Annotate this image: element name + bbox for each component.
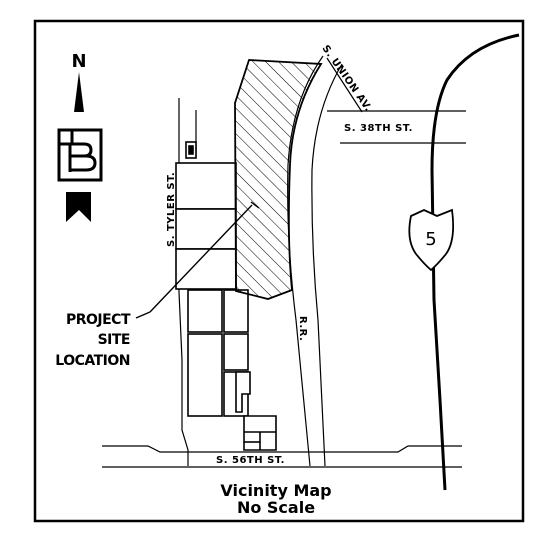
site-leader-line [135,201,260,319]
road-s-38th-st [327,110,466,144]
road-label-railroad: R.R. [297,316,308,341]
parcel-grid [175,141,277,451]
road-s-union-av [326,57,363,113]
road-label-s-56th-st: S. 56TH ST. [216,455,285,466]
road-s-56th-st [102,445,462,468]
site-label-line1: PROJECT [66,312,131,328]
project-site-area [234,59,323,300]
interstate-number: 5 [425,229,436,250]
road-label-s-tyler-st: S. TYLER ST. [166,172,177,247]
interstate-shield-icon: 5 [408,208,455,272]
road-label-s-38th-st: S. 38TH ST. [344,123,413,134]
north-label: N [71,51,86,72]
site-label-line2: SITE [98,332,130,348]
site-label-line3: LOCATION [55,353,130,369]
logo-b-icon [57,128,103,182]
interstate-5-highway [430,33,520,491]
map-title: Vicinity Map [220,481,331,500]
map-scale-note: No Scale [237,498,315,517]
north-arrow-icon: N [66,51,91,222]
